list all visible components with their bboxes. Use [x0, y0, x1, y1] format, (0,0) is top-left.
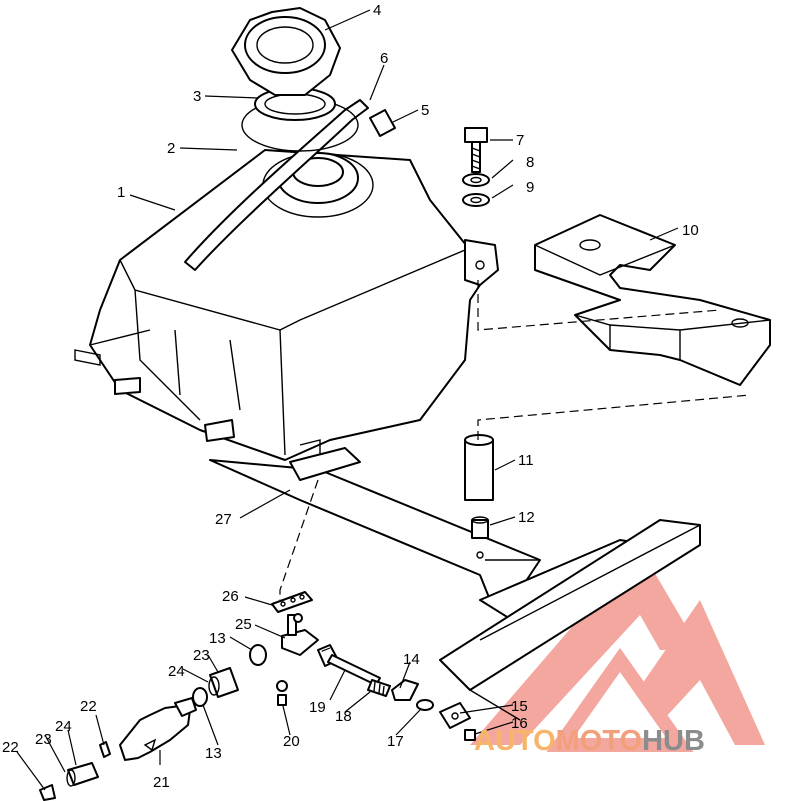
- tank-pad: [289, 447, 361, 481]
- fuel-cap-assembly: [231, 7, 359, 152]
- callout-24: 24: [168, 663, 185, 680]
- callout-26: 26: [222, 588, 239, 605]
- callout-labels: 1 2 3 4 5 6 7 8 9 10 11 12 13 13 14 15 1…: [2, 2, 699, 791]
- fuel-tank: [74, 99, 499, 461]
- callout-3: 3: [193, 88, 201, 105]
- valve-linkage: [317, 644, 476, 741]
- leader-lines: [16, 9, 679, 791]
- callout-9: 9: [526, 179, 534, 196]
- callout-8: 8: [526, 154, 534, 171]
- callout-2: 2: [167, 140, 175, 157]
- callout-27: 27: [215, 511, 232, 528]
- callout-13b: 13: [205, 745, 222, 762]
- callout-25: 25: [235, 616, 252, 633]
- callout-14: 14: [403, 651, 420, 668]
- callout-22b: 22: [2, 739, 19, 756]
- spacer-and-nut: [464, 434, 494, 559]
- callout-18: 18: [335, 708, 352, 725]
- callout-22: 22: [80, 698, 97, 715]
- callout-5: 5: [421, 102, 429, 119]
- callout-15: 15: [511, 698, 528, 715]
- callout-23b: 23: [35, 731, 52, 748]
- frame-rails: [209, 459, 701, 721]
- callout-11: 11: [518, 452, 534, 469]
- callout-6: 6: [380, 50, 388, 67]
- watermark-auto: AUTO: [474, 725, 556, 757]
- mounting-pad: [534, 214, 771, 386]
- fuel-filter: [39, 697, 197, 801]
- callout-10: 10: [682, 222, 699, 239]
- callout-19: 19: [309, 699, 326, 716]
- callout-23: 23: [193, 647, 210, 664]
- watermark-text: AUTOMOTOHUB: [474, 725, 705, 757]
- callout-7: 7: [516, 132, 524, 149]
- svg-text:AUTOMOTOHUB: AUTOMOTOHUB: [474, 725, 705, 757]
- vent-fitting: [369, 109, 396, 137]
- watermark-hub: HUB: [642, 725, 705, 757]
- fuel-line-fittings: [192, 644, 288, 707]
- callout-21: 21: [153, 774, 170, 791]
- callout-17: 17: [387, 733, 404, 750]
- callout-24b: 24: [55, 718, 72, 735]
- bolt-washer-set: [462, 127, 490, 207]
- callout-20: 20: [283, 733, 300, 750]
- assembly-lines: [279, 280, 751, 653]
- fuel-valve-assembly: [271, 591, 319, 656]
- callout-1: 1: [117, 184, 125, 201]
- callout-12: 12: [518, 509, 535, 526]
- callout-16: 16: [511, 715, 528, 732]
- watermark-moto: MOTO: [556, 725, 642, 757]
- callout-13: 13: [209, 630, 226, 647]
- watermark-logo: [470, 548, 765, 752]
- callout-4: 4: [373, 2, 381, 19]
